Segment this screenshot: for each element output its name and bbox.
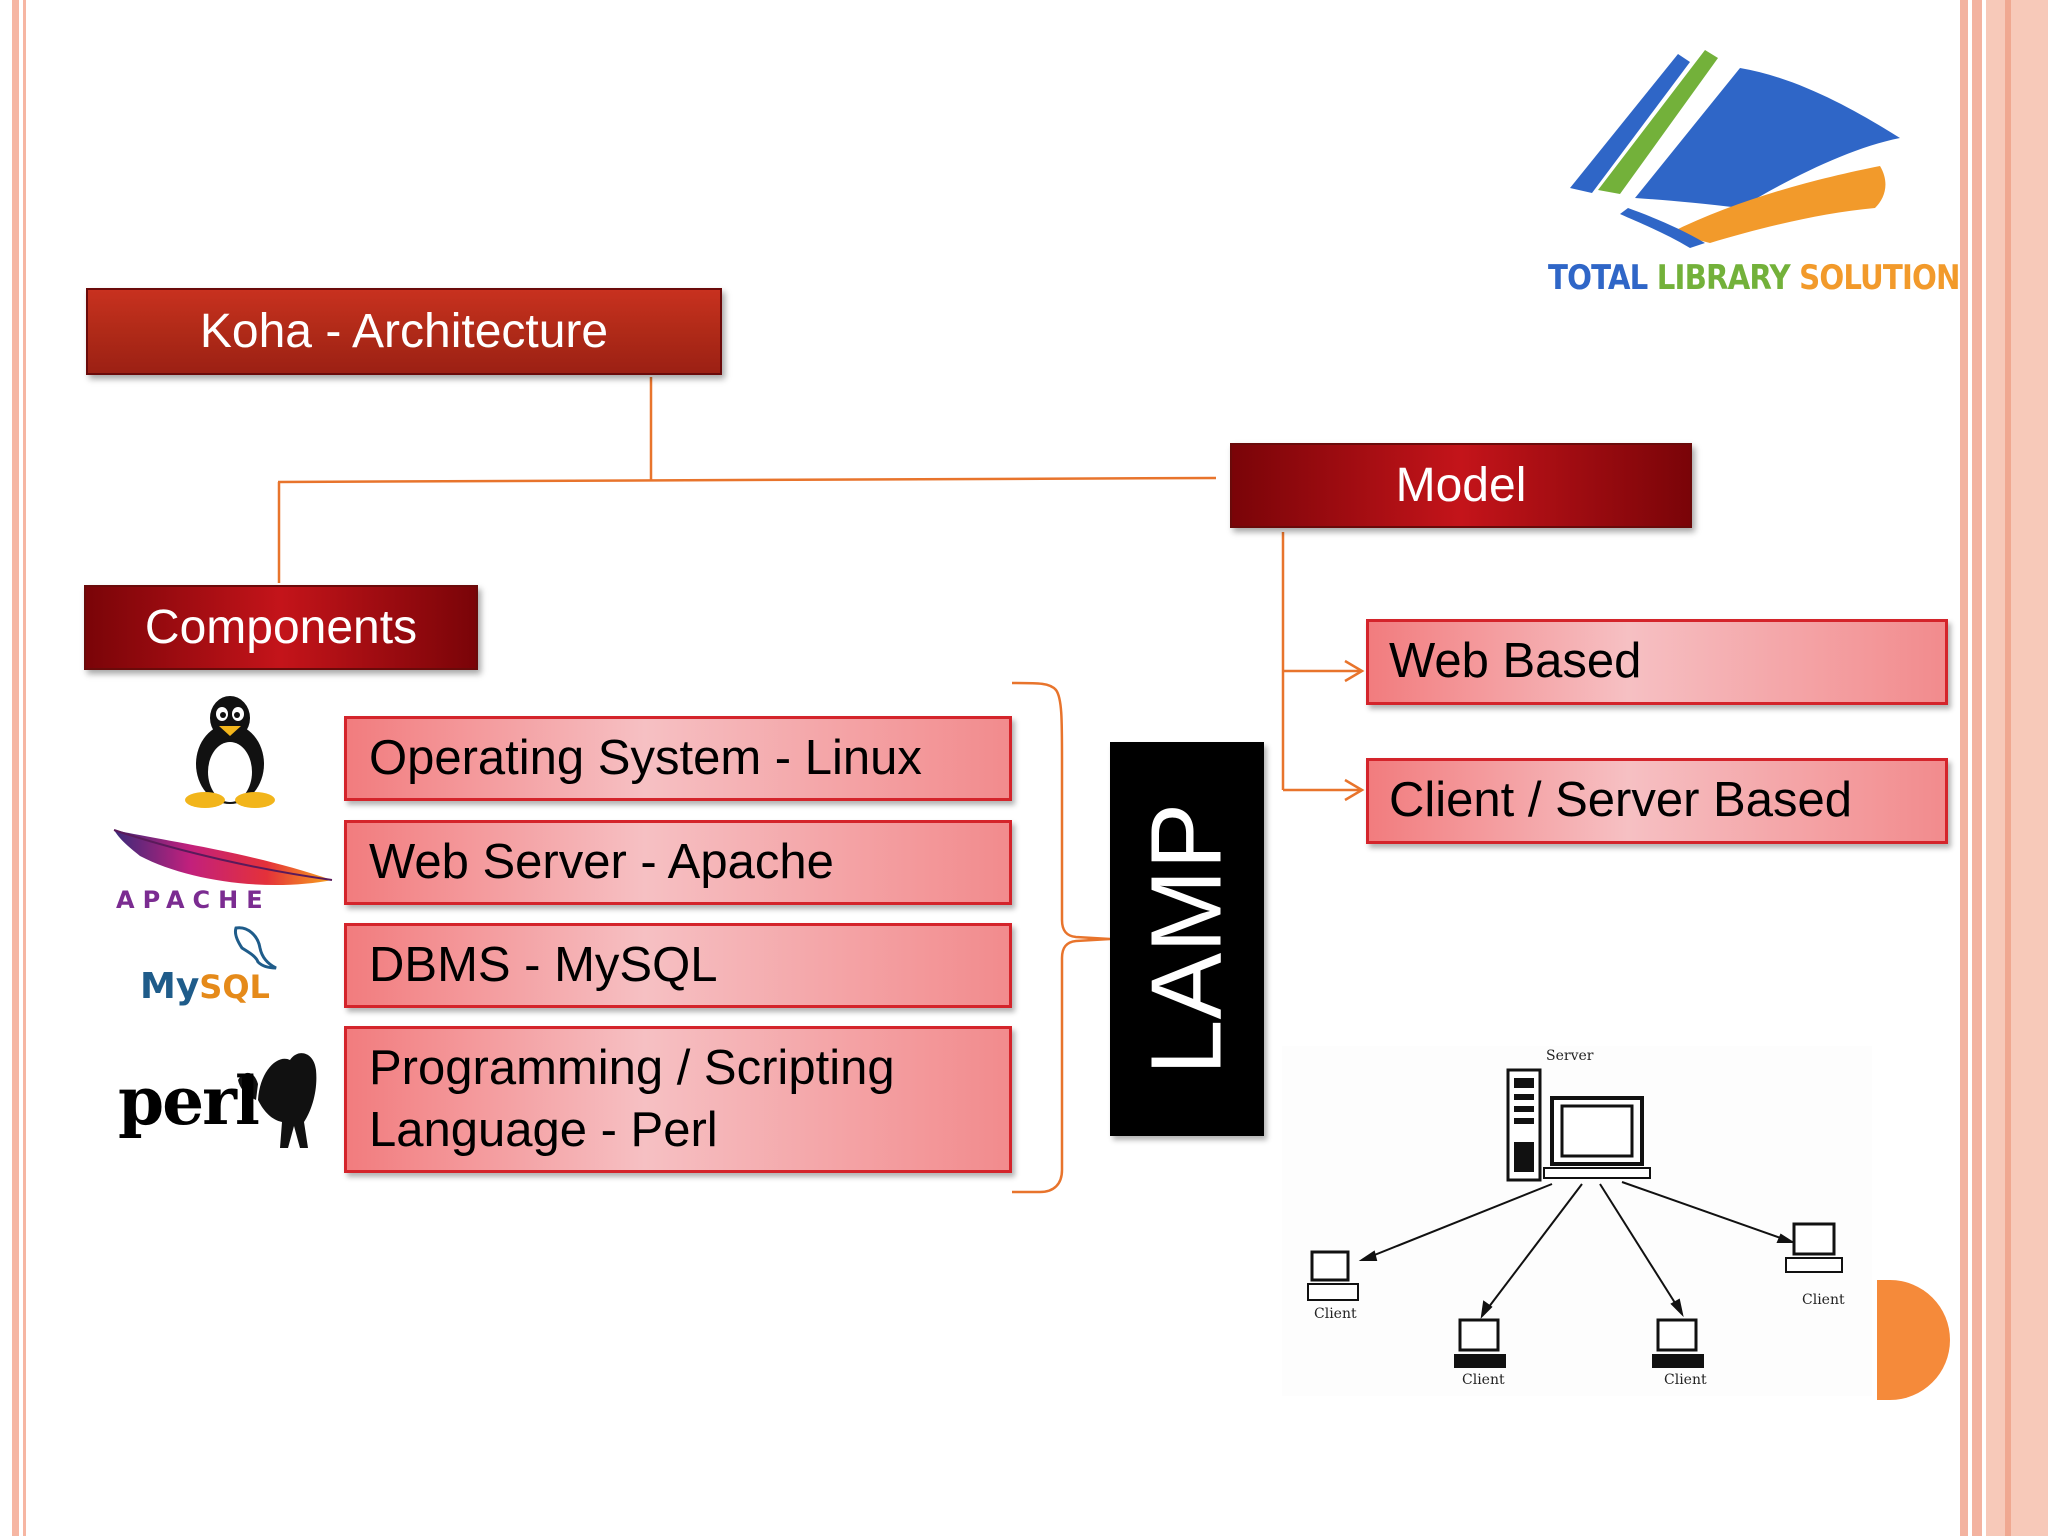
mysql-wordmark: MySQL: [140, 966, 270, 1007]
client-server-network-diagram: [1282, 1046, 1872, 1396]
lamp-label: LAMP: [1130, 802, 1243, 1076]
left-border-stripe: [12, 0, 19, 1536]
right-border-band: [1986, 0, 2048, 1536]
logo-word-solution: SOLUTION: [1799, 258, 1960, 298]
network-client-label: Client: [1314, 1306, 1357, 1322]
network-server-label: Server: [1546, 1048, 1594, 1064]
component-os-text: Operating System - Linux: [369, 730, 922, 785]
apache-wordmark: APACHE: [116, 886, 271, 914]
network-client-label: Client: [1802, 1292, 1845, 1308]
model-client-server: Client / Server Based: [1366, 758, 1948, 844]
model-web-based: Web Based: [1366, 619, 1948, 705]
right-border-stripe: [1960, 0, 1968, 1536]
component-dbms-text: DBMS - MySQL: [369, 937, 718, 992]
page-title: Koha - Architecture: [86, 288, 722, 375]
model-header: Model: [1230, 443, 1692, 528]
model-web-based-text: Web Based: [1389, 634, 1642, 689]
mysql-dolphin-icon: [234, 926, 277, 970]
model-header-text: Model: [1395, 459, 1527, 512]
component-web-server: Web Server - Apache: [344, 820, 1012, 905]
network-client-label: Client: [1664, 1372, 1707, 1388]
lamp-box: LAMP: [1110, 742, 1264, 1136]
logo-word-total: TOTAL: [1548, 258, 1648, 298]
apache-feather-icon: [113, 829, 333, 886]
mysql-word-my: My: [140, 966, 200, 1007]
model-client-server-text: Client / Server Based: [1389, 773, 1852, 828]
perl-wordmark: perl: [118, 1062, 260, 1140]
lamp-brace: [1011, 681, 1111, 1194]
linux-tux-icon: [185, 696, 275, 808]
component-language-text: Programming / Scripting Language - Perl: [369, 1041, 895, 1157]
logo-wordmark: TOTAL LIBRARY SOLUTION: [1548, 258, 1961, 298]
component-language: Programming / Scripting Language - Perl: [344, 1026, 1012, 1173]
component-web-server-text: Web Server - Apache: [369, 834, 834, 889]
components-header: Components: [84, 585, 478, 670]
component-os: Operating System - Linux: [344, 716, 1012, 801]
arrow-client-server: [1344, 778, 1365, 802]
network-client-label: Client: [1462, 1372, 1505, 1388]
components-header-text: Components: [144, 601, 418, 654]
connector-bus: [277, 476, 1217, 484]
left-border-stripe: [23, 0, 26, 1536]
page-title-text: Koha - Architecture: [199, 305, 609, 358]
component-dbms: DBMS - MySQL: [344, 923, 1012, 1008]
perl-camel-icon: [238, 1053, 317, 1148]
arrow-web-based: [1344, 659, 1365, 683]
right-border-stripe: [2005, 0, 2011, 1536]
right-border-stripe: [1972, 0, 1982, 1536]
mysql-word-sql: SQL: [199, 968, 270, 1006]
book-logo-icon: [1570, 50, 1900, 248]
logo-word-library: LIBRARY: [1656, 258, 1791, 298]
